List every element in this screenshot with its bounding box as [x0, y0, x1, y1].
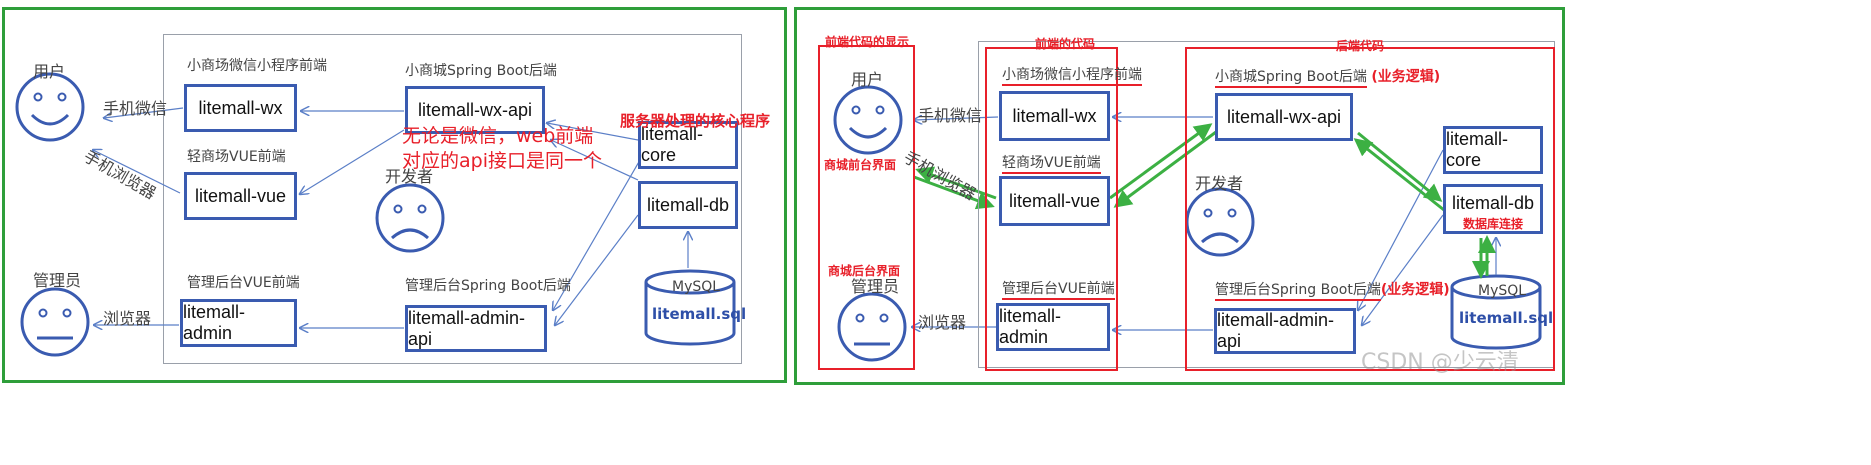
node-litemall-vue: litemall-vue [184, 172, 297, 220]
node-litemall-wx-api: litemall-wx-api [405, 86, 545, 134]
business-logic-annotation-1: (业务逻辑) [1371, 69, 1441, 85]
right-db-file-label: litemall.sql [1459, 309, 1554, 327]
vue-frontend-label: 轻商场VUE前端 [187, 149, 286, 165]
right-user-smiley-icon [833, 85, 903, 155]
right-node-litemall-admin: litemall-admin [996, 303, 1110, 351]
right-node-litemall-admin-api: litemall-admin-api [1214, 308, 1356, 354]
right-user-label: 用户 [851, 70, 884, 89]
admin-backend-label: 管理后台Spring Boot后端 [405, 278, 571, 294]
right-admin-backend-label: 管理后台Spring Boot后端(业务逻辑) [1215, 279, 1450, 301]
right-wx-backend-label: 小商城Spring Boot后端 (业务逻辑) [1215, 66, 1441, 88]
frontend-code-annotation: 前端的代码 [1035, 37, 1096, 51]
developer-sad-icon [375, 183, 445, 253]
node-litemall-admin-api: litemall-admin-api [405, 305, 547, 352]
wechat-phone-label: 手机微信 [103, 99, 168, 118]
admin-frontend-label: 管理后台VUE前端 [187, 275, 300, 291]
right-node-litemall-wx: litemall-wx [999, 91, 1110, 141]
right-admin-backend-text: 管理后台Spring Boot后端 [1215, 282, 1381, 301]
right-developer-sad-icon [1185, 187, 1255, 257]
node-litemall-wx: litemall-wx [184, 84, 297, 132]
wx-backend-label: 小商城Spring Boot后端 [405, 63, 557, 79]
user-smiley-icon [15, 72, 85, 142]
admin-label: 管理员 [33, 271, 82, 290]
right-node-litemall-wx-api: litemall-wx-api [1215, 93, 1353, 141]
user-label: 用户 [33, 62, 66, 81]
admin-neutral-icon [20, 287, 90, 357]
right-node-litemall-core: litemall-core [1443, 126, 1543, 174]
right-developer-label: 开发者 [1195, 174, 1244, 193]
right-node-litemall-db: litemall-db 数据库连接 [1443, 184, 1543, 234]
watermark: CSDN @少云清 [1361, 350, 1519, 375]
right-node-litemall-vue: litemall-vue [999, 176, 1110, 226]
browser-label: 浏览器 [103, 309, 152, 328]
right-browser-label: 浏览器 [918, 313, 967, 332]
right-node-litemall-db-text: litemall-db [1451, 193, 1535, 213]
frontend-display-box [818, 45, 915, 370]
right-admin-frontend-label: 管理后台VUE前端 [1002, 278, 1115, 300]
developer-label: 开发者 [385, 167, 434, 186]
same-api-annotation-line2: 对应的api接口是同一个 [402, 150, 602, 172]
right-wx-frontend-text: 小商场微信小程序前端 [1002, 67, 1142, 86]
core-program-annotation: 服务器处理的核心程序 [620, 112, 771, 130]
wx-frontend-label: 小商场微信小程序前端 [187, 58, 327, 74]
left-panel [2, 7, 787, 383]
mysql-database-icon [644, 269, 736, 346]
store-front-ui-annotation: 商城前台界面 [824, 158, 897, 172]
frontend-code-box [985, 47, 1118, 371]
store-back-ui-annotation: 商城后台界面 [828, 264, 901, 278]
right-admin-neutral-icon [837, 292, 907, 362]
right-admin-label: 管理员 [851, 277, 900, 296]
business-logic-annotation-2: (业务逻辑) [1380, 282, 1450, 298]
right-admin-frontend-text: 管理后台VUE前端 [1002, 281, 1115, 300]
right-wechat-phone-label: 手机微信 [918, 106, 983, 125]
right-vue-frontend-label: 轻商场VUE前端 [1002, 152, 1101, 174]
node-litemall-admin: litemall-admin [180, 299, 297, 347]
db-connection-annotation: 数据库连接 [1462, 217, 1523, 231]
right-wx-backend-text: 小商城Spring Boot后端 [1215, 69, 1367, 88]
mysql-label: MySQL [672, 279, 721, 295]
right-wx-frontend-label: 小商场微信小程序前端 [1002, 64, 1142, 86]
right-mysql-database-icon [1450, 274, 1542, 350]
same-api-annotation-line1: 无论是微信，web前端 [402, 125, 594, 147]
node-litemall-core: litemall-core [638, 121, 738, 169]
backend-code-annotation: 后端代码 [1336, 39, 1385, 53]
db-file-label: litemall.sql [652, 305, 747, 323]
frontend-display-annotation: 前端代码的显示 [825, 35, 910, 49]
left-system-boundary [163, 34, 742, 364]
right-vue-frontend-text: 轻商场VUE前端 [1002, 155, 1101, 174]
node-litemall-db: litemall-db [638, 181, 738, 229]
backend-code-box [1185, 47, 1555, 371]
right-mysql-label: MySQL [1478, 283, 1527, 299]
right-panel [794, 7, 1565, 385]
